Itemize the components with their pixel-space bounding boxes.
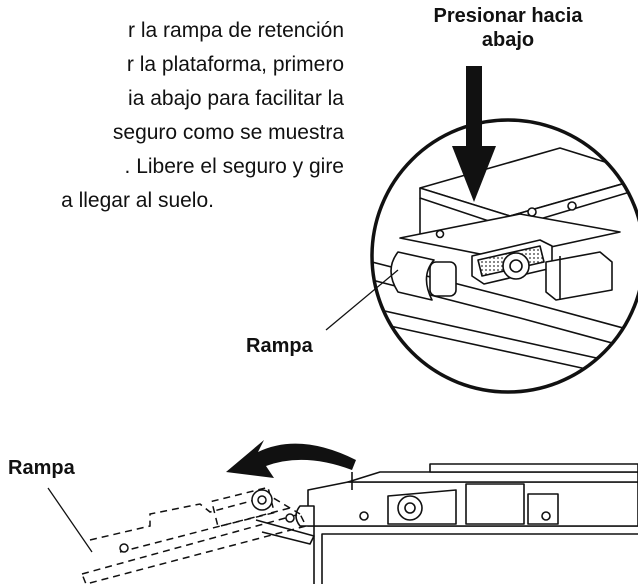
instruction-text: r la rampa de retención r la plataforma,… — [0, 0, 360, 240]
ramp-dashed-outline — [80, 486, 308, 584]
ramp-leader-line-bottom — [47, 487, 93, 553]
instruction-line: seguro como se muestra — [112, 121, 344, 144]
detail-circle — [370, 118, 638, 394]
instruction-line: . Libere el seguro y gire — [124, 155, 344, 178]
press-down-arrow — [452, 66, 496, 202]
press-label-line2: abajo — [481, 29, 535, 51]
ramp-hardware — [119, 489, 295, 553]
instruction-line: ia abajo para facilitar la — [128, 87, 344, 110]
instruction-line: a llegar al suelo. — [61, 189, 214, 212]
ramp-leader-line — [325, 269, 399, 331]
ramp-label-bottom: Rampa — [8, 457, 75, 479]
press-label-line1: Presionar hacia — [433, 5, 583, 27]
instruction-line: r la plataforma, primero — [126, 53, 344, 76]
instruction-line: r la rampa de retención — [128, 19, 344, 42]
ramp-label-top: Rampa — [246, 335, 313, 357]
press-down-label: Presionar hacia abajo — [388, 4, 628, 52]
rotate-arrow — [226, 440, 356, 478]
side-view-mechanism — [255, 463, 638, 584]
